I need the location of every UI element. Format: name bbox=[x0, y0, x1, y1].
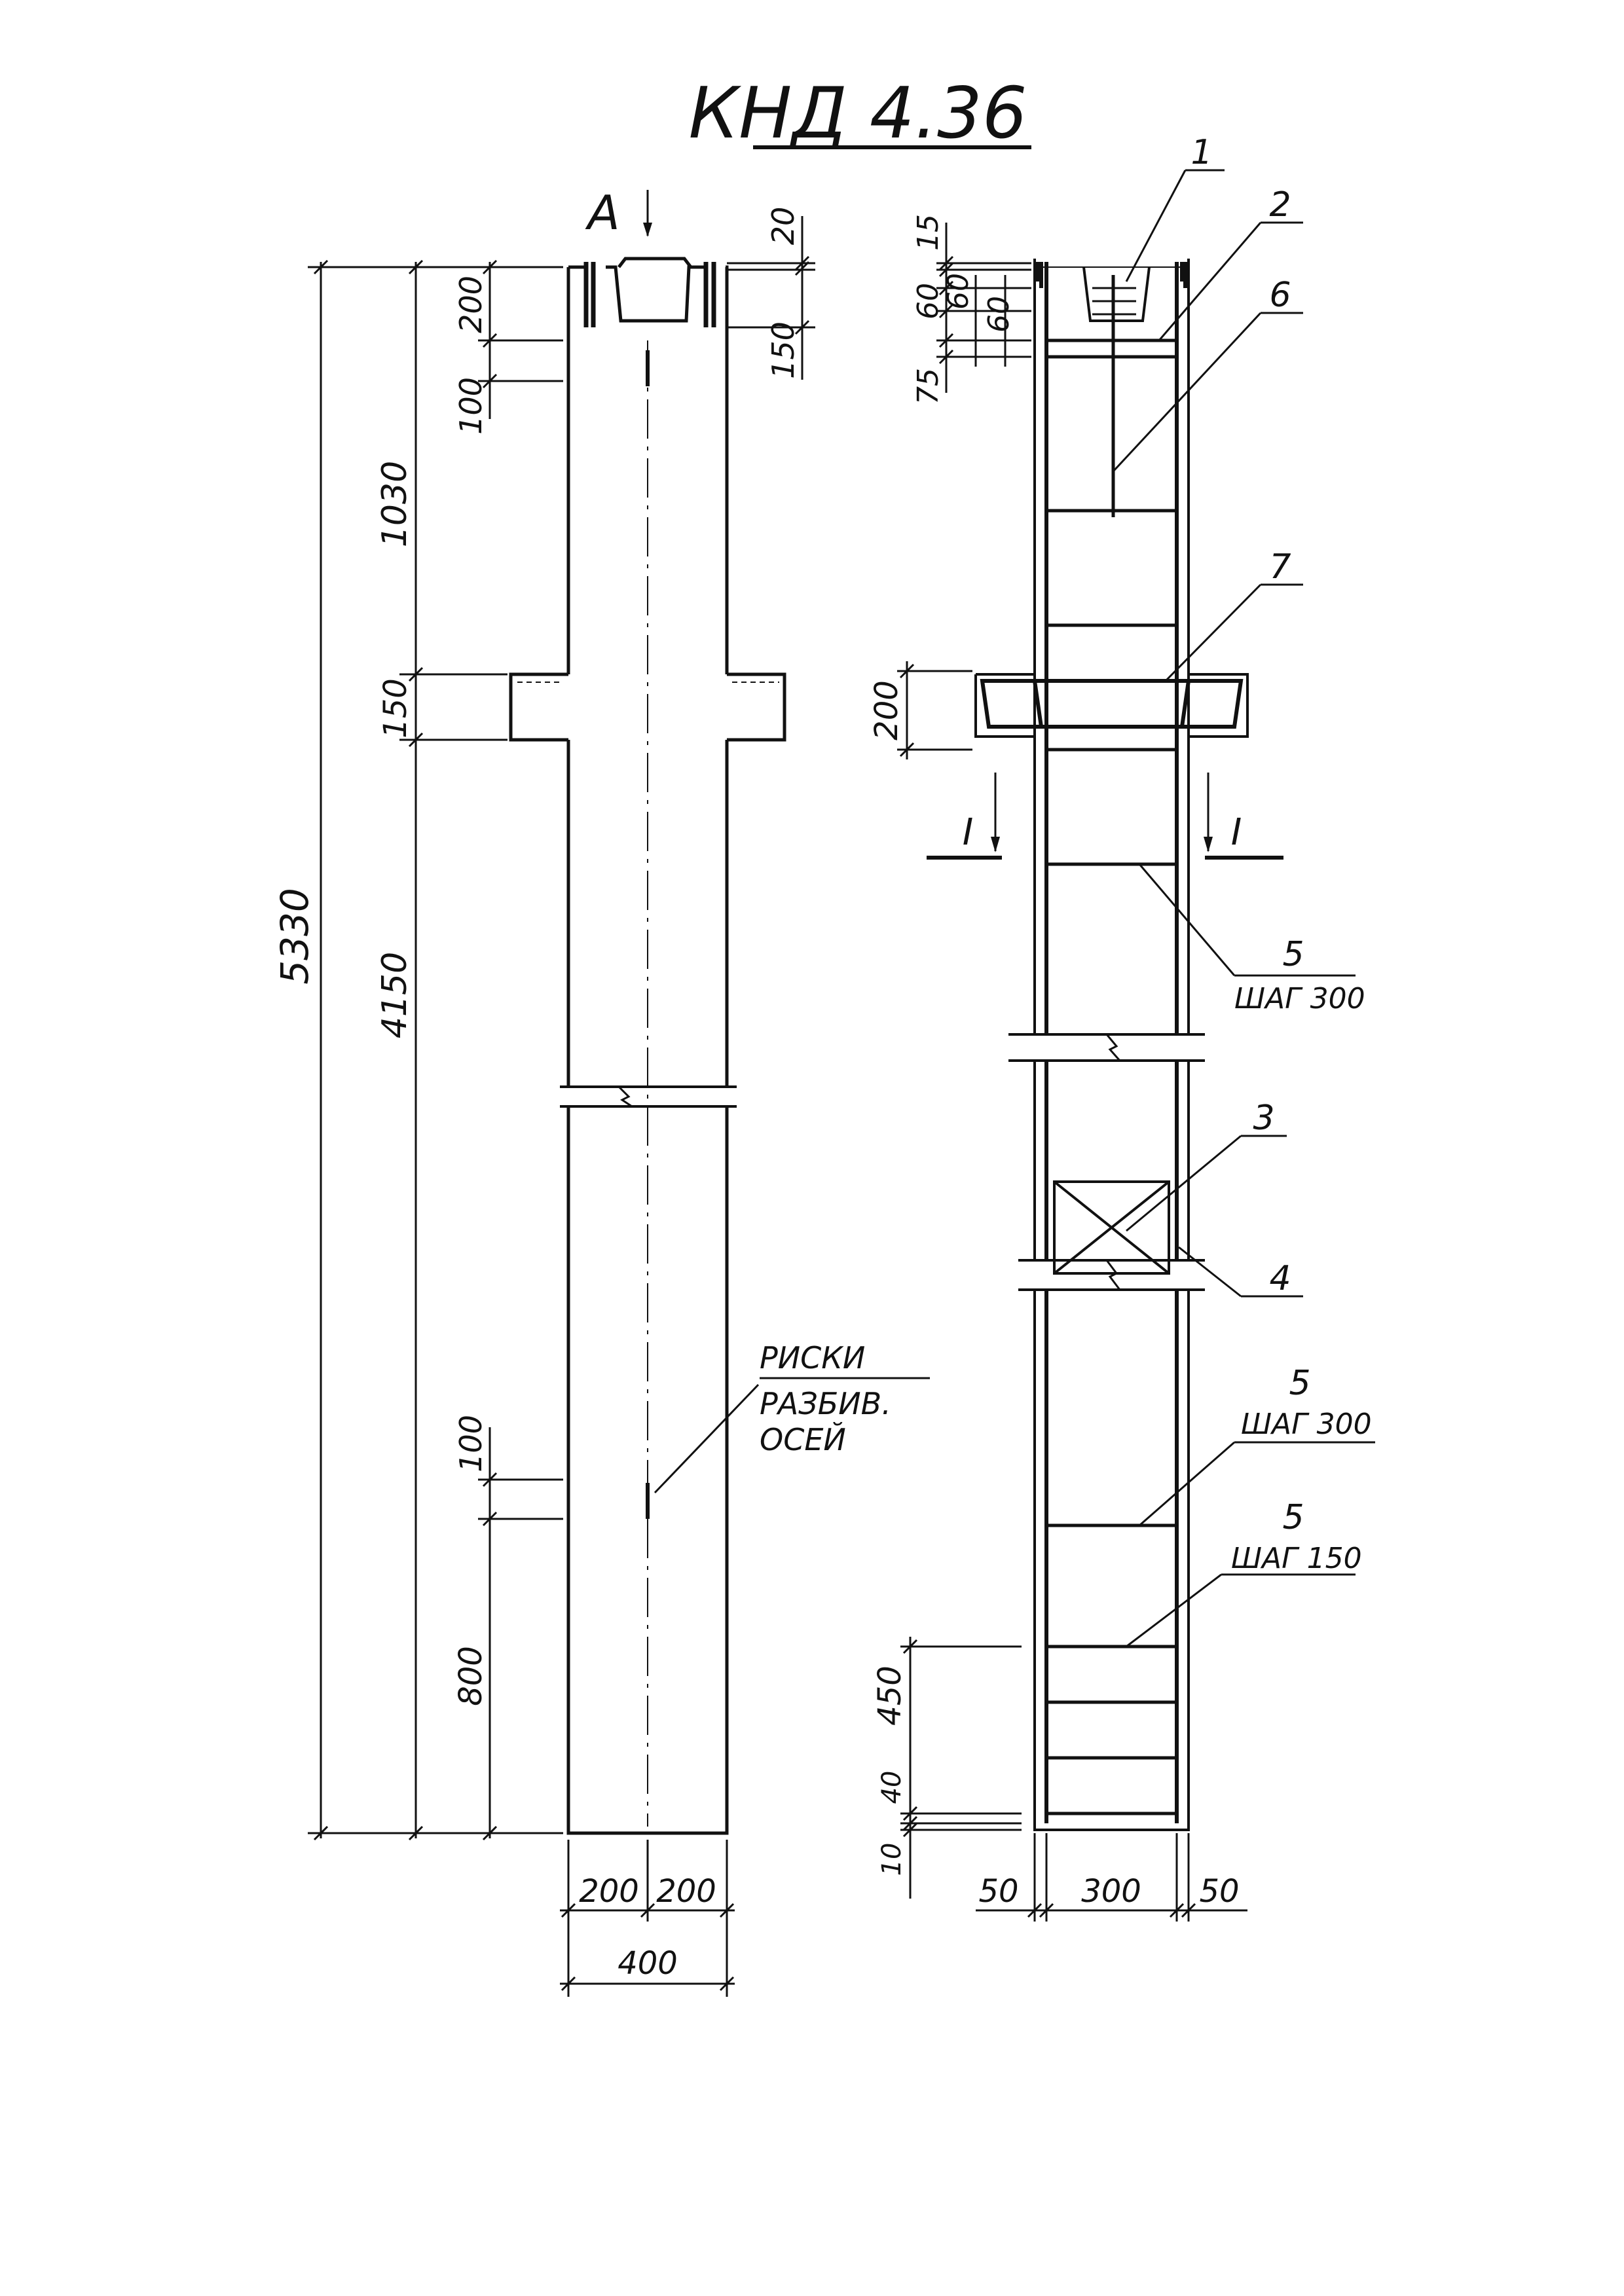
dim-4150: 4150 bbox=[375, 952, 415, 1038]
dim-150-top-right: 150 bbox=[766, 321, 801, 379]
section-arrowhead-right bbox=[1204, 837, 1213, 852]
left-bottom-dims bbox=[560, 1840, 735, 1997]
right-console bbox=[974, 673, 1249, 738]
dim-150-console: 150 bbox=[377, 678, 414, 738]
section-label-right: I bbox=[1231, 811, 1242, 854]
left-top-right-dims bbox=[727, 216, 815, 380]
dim-60-a: 60 bbox=[912, 283, 945, 319]
right-top-dims bbox=[936, 223, 1031, 393]
axes-note: РИСКИ РАЗБИВ. ОСЕЙ bbox=[654, 1340, 930, 1494]
dim-450: 450 bbox=[872, 1666, 908, 1726]
dim-300: 300 bbox=[1081, 1873, 1141, 1910]
section-label-left: I bbox=[963, 811, 974, 854]
svg-text:ОСЕЙ: ОСЕЙ bbox=[760, 1422, 846, 1457]
right-console-dim bbox=[897, 661, 972, 759]
dim-75: 75 bbox=[912, 368, 945, 405]
callout-3: 3 bbox=[1253, 1099, 1274, 1138]
dim-400: 400 bbox=[618, 1945, 678, 1982]
dim-20: 20 bbox=[766, 207, 801, 246]
dim-200-right: 200 bbox=[656, 1873, 716, 1910]
longitudinal-bars bbox=[1044, 262, 1179, 1823]
mesh-item-3 bbox=[1053, 1180, 1170, 1275]
step-note-lower: ШАГ 150 bbox=[1231, 1542, 1362, 1575]
stirrups bbox=[1046, 338, 1177, 1815]
view-a-label: А bbox=[585, 185, 619, 240]
section-arrowhead-left bbox=[991, 837, 1000, 852]
right-bottom-vertical-dims bbox=[900, 1637, 1022, 1899]
dim-60-c: 60 bbox=[982, 296, 1016, 333]
callout-7: 7 bbox=[1269, 547, 1291, 587]
callout-5-upper: 5 bbox=[1282, 935, 1304, 974]
step-note-upper: ШАГ 300 bbox=[1234, 982, 1365, 1015]
right-bottom-horizontal-dims bbox=[976, 1833, 1247, 1922]
dim-100-top: 100 bbox=[453, 377, 489, 435]
left-dimension-lines bbox=[308, 259, 563, 1841]
right-break-lines bbox=[1008, 1033, 1205, 1291]
callout-leaders bbox=[1112, 169, 1375, 1648]
drawing-title: КНД 4.36 bbox=[688, 73, 1027, 155]
dim-800: 800 bbox=[452, 1646, 489, 1706]
callout-6: 6 bbox=[1269, 276, 1291, 315]
dim-100-bottom: 100 bbox=[453, 1415, 489, 1472]
callout-4: 4 bbox=[1269, 1259, 1291, 1298]
callout-2: 2 bbox=[1269, 185, 1291, 225]
callout-5-lower: 5 bbox=[1282, 1498, 1304, 1537]
callout-5-middle: 5 bbox=[1289, 1364, 1310, 1403]
right-column-outline bbox=[1033, 259, 1190, 1831]
dim-50-right: 50 bbox=[1199, 1873, 1239, 1910]
view-a-arrowhead bbox=[643, 223, 652, 237]
dim-10: 10 bbox=[877, 1843, 907, 1876]
dim-60-b: 60 bbox=[942, 273, 975, 310]
dim-15: 15 bbox=[912, 214, 945, 251]
top-embedded-part bbox=[1036, 262, 1187, 517]
step-note-middle: ШАГ 300 bbox=[1241, 1408, 1372, 1441]
dim-50-left: 50 bbox=[978, 1873, 1018, 1910]
svg-text:РИСКИ: РИСКИ bbox=[760, 1340, 865, 1376]
dim-200-left: 200 bbox=[579, 1873, 639, 1910]
svg-text:РАЗБИВ.: РАЗБИВ. bbox=[760, 1386, 891, 1421]
dim-1030: 1030 bbox=[375, 461, 415, 547]
dim-200-console: 200 bbox=[868, 680, 905, 740]
dim-200-top: 200 bbox=[453, 276, 489, 333]
callout-1: 1 bbox=[1190, 133, 1212, 172]
dim-40: 40 bbox=[877, 1771, 907, 1804]
dim-total-5330: 5330 bbox=[272, 888, 317, 985]
